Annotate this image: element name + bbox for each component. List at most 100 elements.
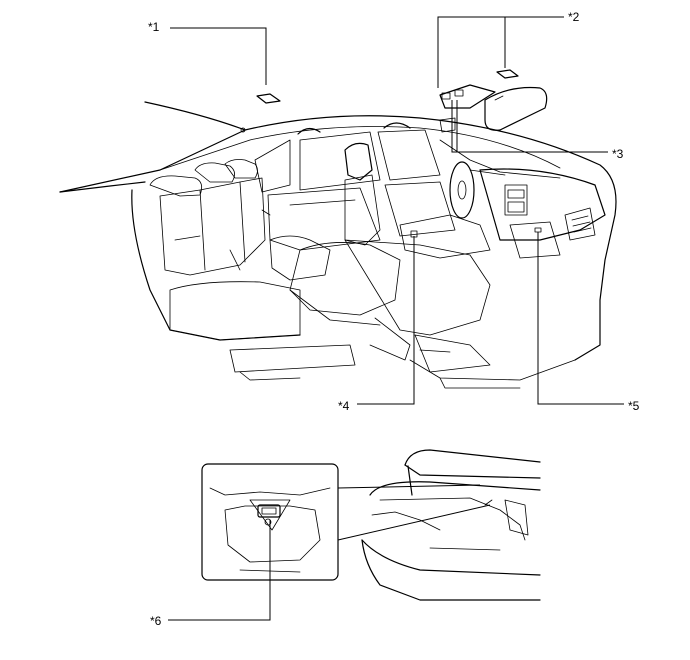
rear-headrest-middle bbox=[194, 162, 235, 183]
callout-5: *5 bbox=[537, 232, 640, 413]
trunk-liner bbox=[371, 511, 441, 531]
front-seat-cushion-folded bbox=[289, 242, 401, 316]
grab-handle-rear bbox=[297, 127, 321, 135]
front-floor-sill bbox=[409, 359, 576, 381]
vent-louvers bbox=[571, 215, 592, 233]
steering-column bbox=[469, 169, 506, 176]
trunk-lid-lower bbox=[404, 464, 541, 479]
trunk-cavity bbox=[379, 497, 526, 541]
rear-floor-step bbox=[229, 344, 356, 373]
seatback-seam-1 bbox=[199, 189, 206, 271]
roof-clip bbox=[240, 127, 246, 133]
trunk-lid-edge bbox=[59, 181, 146, 193]
inset-trim-triangle bbox=[249, 499, 291, 531]
grab-handle-front bbox=[383, 122, 411, 129]
callout-6-leader bbox=[168, 520, 271, 621]
rear-seat-cushion bbox=[169, 281, 301, 341]
seatbelt-strap bbox=[229, 249, 241, 271]
roof-rear-line bbox=[144, 101, 246, 131]
seatbelt-clip-right bbox=[261, 209, 271, 216]
driver-seat-cushion bbox=[344, 239, 491, 336]
rear-seatback bbox=[159, 177, 266, 276]
roof-sensor-1 bbox=[256, 93, 281, 104]
trunk-detail-inset bbox=[201, 463, 491, 581]
driver-seatback bbox=[344, 174, 381, 246]
callout-1-leader bbox=[170, 27, 267, 85]
front-door-panel bbox=[384, 181, 456, 237]
rear-door-panel bbox=[267, 187, 381, 251]
rear-floor-edge bbox=[239, 371, 301, 381]
callout-6-label: *6 bbox=[150, 614, 162, 628]
map-light-right bbox=[454, 89, 464, 97]
rear-door-armrest bbox=[289, 199, 356, 206]
trunk-sensor-6 bbox=[257, 504, 281, 518]
rear-bumper-top bbox=[361, 539, 541, 576]
seatbelt-buckle-left bbox=[174, 235, 201, 241]
car-rear-trunk-open bbox=[361, 449, 541, 601]
callout-2-leader-a bbox=[437, 16, 564, 88]
rear-center-armrest bbox=[269, 235, 331, 281]
callout-3: *3 bbox=[451, 100, 624, 161]
rear-headrest-right bbox=[224, 159, 258, 179]
inset-connector-bottom bbox=[337, 504, 491, 541]
trunk-strut bbox=[407, 465, 413, 496]
callout-2: *2 bbox=[437, 10, 580, 88]
rear-license-area bbox=[429, 547, 501, 551]
callout-1: *1 bbox=[148, 20, 267, 85]
callout-3-leader bbox=[451, 100, 608, 153]
console-switch-4 bbox=[410, 230, 418, 238]
trunk-lid-open bbox=[404, 449, 541, 466]
inset-fastener bbox=[264, 518, 272, 526]
glovebox-switch-5 bbox=[534, 227, 542, 233]
rear-seat-outer bbox=[131, 189, 301, 341]
callout-4-leader bbox=[357, 236, 415, 405]
overhead-console bbox=[439, 84, 496, 109]
roof-inner-line bbox=[159, 126, 561, 171]
glovebox bbox=[509, 221, 561, 259]
seatback-seam-2 bbox=[239, 181, 246, 263]
front-door-window bbox=[377, 129, 441, 181]
rear-headrest-left bbox=[149, 175, 203, 197]
callout-6: *6 bbox=[150, 520, 271, 628]
front-seat-cushion-edge bbox=[289, 289, 381, 326]
driver-seat-lever bbox=[419, 349, 451, 353]
trunk-sensor-6-lens bbox=[261, 507, 277, 515]
rear-bumper-lower bbox=[361, 539, 541, 601]
roof-sensor-2 bbox=[496, 69, 519, 79]
callout-1-label: *1 bbox=[148, 20, 160, 34]
car-cutaway-illustration bbox=[59, 69, 617, 389]
inset-trunk-panel bbox=[224, 505, 321, 563]
inset-connector-top bbox=[337, 484, 481, 489]
steering-hub bbox=[457, 180, 467, 200]
front-seat-rail bbox=[369, 317, 411, 361]
callout-3-label: *3 bbox=[612, 147, 624, 161]
callout-2-label: *2 bbox=[568, 10, 580, 24]
rear-quarter-panel bbox=[504, 499, 529, 536]
inset-bottom-line bbox=[239, 569, 301, 573]
callout-5-leader bbox=[537, 232, 624, 405]
climate-panel bbox=[507, 201, 525, 213]
windshield-base bbox=[439, 139, 561, 179]
rear-door-window bbox=[299, 131, 381, 191]
callout-4: *4 bbox=[338, 236, 415, 413]
rear-quarter-window bbox=[254, 139, 291, 193]
trunk-sensor-location bbox=[484, 499, 493, 506]
passenger-vent bbox=[564, 207, 596, 241]
callout-4-label: *4 bbox=[338, 399, 350, 413]
driver-seat-base bbox=[414, 334, 491, 373]
center-console bbox=[399, 214, 491, 259]
map-light-left bbox=[441, 92, 451, 100]
inset-frame bbox=[201, 463, 339, 581]
center-stack bbox=[504, 184, 528, 216]
dashboard bbox=[479, 168, 606, 241]
driver-headrest bbox=[344, 142, 373, 181]
center-display bbox=[507, 189, 525, 199]
trunk-opening-top bbox=[369, 481, 541, 496]
overhead-switch-3 bbox=[439, 117, 456, 133]
callout-5-label: *5 bbox=[628, 399, 640, 413]
steering-wheel bbox=[449, 161, 475, 219]
sun-visor bbox=[484, 86, 548, 131]
inset-trunk-edge bbox=[209, 487, 331, 496]
sun-visor-clip bbox=[494, 95, 504, 101]
